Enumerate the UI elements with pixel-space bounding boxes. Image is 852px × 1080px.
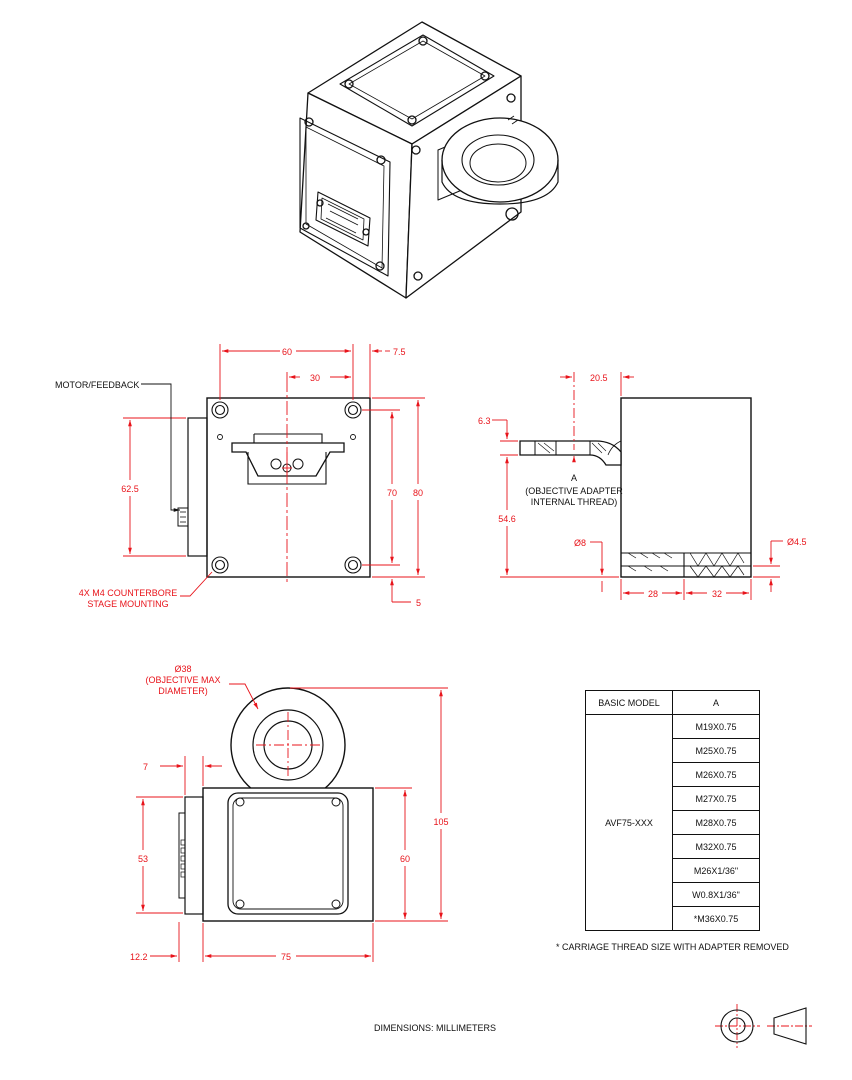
- dim-32: 32: [712, 589, 722, 599]
- units-note: DIMENSIONS: MILLIMETERS: [374, 1023, 497, 1033]
- header-basic-model: BASIC MODEL: [585, 690, 673, 715]
- dim-20-5: 20.5: [590, 373, 608, 383]
- dim-28: 28: [648, 589, 658, 599]
- side-view: 20.5 6.3 A (OBJECTIVE ADAPTER INTERNAL T…: [478, 372, 807, 600]
- table-footnote: * CARRIAGE THREAD SIZE WITH ADAPTER REMO…: [556, 942, 789, 952]
- thread-cell: M26X0.75: [672, 762, 760, 787]
- thread-cell: M32X0.75: [672, 834, 760, 859]
- dim-60-top: 60: [400, 854, 410, 864]
- dim-70: 70: [387, 488, 397, 498]
- header-a: A: [672, 690, 760, 715]
- table-row: M28X0.75: [586, 810, 760, 835]
- top-view: Ø38 (OBJECTIVE MAX DIAMETER) 7 53 60 105…: [130, 664, 449, 962]
- table-row: AVF75-XXX M19X0.75: [585, 714, 760, 931]
- motor-feedback-label: MOTOR/FEEDBACK: [55, 380, 139, 390]
- objective-note-line3: DIAMETER): [158, 686, 208, 696]
- isometric-view: [299, 21, 559, 299]
- dim-7-5: 7.5: [393, 347, 406, 357]
- thread-cell: M27X0.75: [672, 786, 760, 811]
- dim-105: 105: [433, 817, 448, 827]
- dim-75: 75: [281, 952, 291, 962]
- counterbore-note-line1: 4X M4 COUNTERBORE: [79, 588, 178, 598]
- adapter-note-line1: (OBJECTIVE ADAPTER: [525, 486, 623, 496]
- thread-cell: W0.8X1/36": [672, 882, 760, 907]
- thread-size-table: BASIC MODEL A AVF75-XXX M19X0.75 M25X0.7…: [585, 690, 760, 931]
- dim-7: 7: [143, 762, 148, 772]
- counterbore-note-line2: STAGE MOUNTING: [87, 599, 168, 609]
- dim-5: 5: [416, 598, 421, 608]
- table-header-row: BASIC MODEL A: [585, 690, 760, 715]
- thread-cell: M25X0.75: [672, 738, 760, 763]
- table-row: *M36X0.75: [586, 906, 760, 931]
- model-cell: AVF75-XXX: [585, 714, 673, 931]
- dim-54-6: 54.6: [498, 514, 516, 524]
- dim-dia-4-5: Ø4.5: [787, 537, 807, 547]
- front-view: MOTOR/FEEDBACK 60 30 7.5 62.5 70 80 5 4X…: [55, 344, 425, 609]
- objective-note-line2: (OBJECTIVE MAX: [145, 675, 220, 685]
- thread-cell: M19X0.75: [672, 714, 760, 739]
- thread-cell: M28X0.75: [672, 810, 760, 835]
- thread-cell: *M36X0.75: [672, 906, 760, 931]
- third-angle-projection-symbol: [715, 1004, 812, 1048]
- dim-dia-8: Ø8: [574, 538, 586, 548]
- adapter-note-line2: INTERNAL THREAD): [531, 497, 618, 507]
- objective-note-line1: Ø38: [174, 664, 191, 674]
- dim-30: 30: [310, 373, 320, 383]
- dim-12-2: 12.2: [130, 952, 148, 962]
- dim-60-width: 60: [282, 347, 292, 357]
- table-row: M27X0.75: [586, 786, 760, 811]
- thread-cell: M26X1/36": [672, 858, 760, 883]
- dim-6-3: 6.3: [478, 416, 491, 426]
- dim-80: 80: [413, 488, 423, 498]
- dim-a-label: A: [571, 473, 577, 483]
- dim-53: 53: [138, 854, 148, 864]
- table-row: M32X0.75: [586, 834, 760, 859]
- dim-62-5: 62.5: [121, 484, 139, 494]
